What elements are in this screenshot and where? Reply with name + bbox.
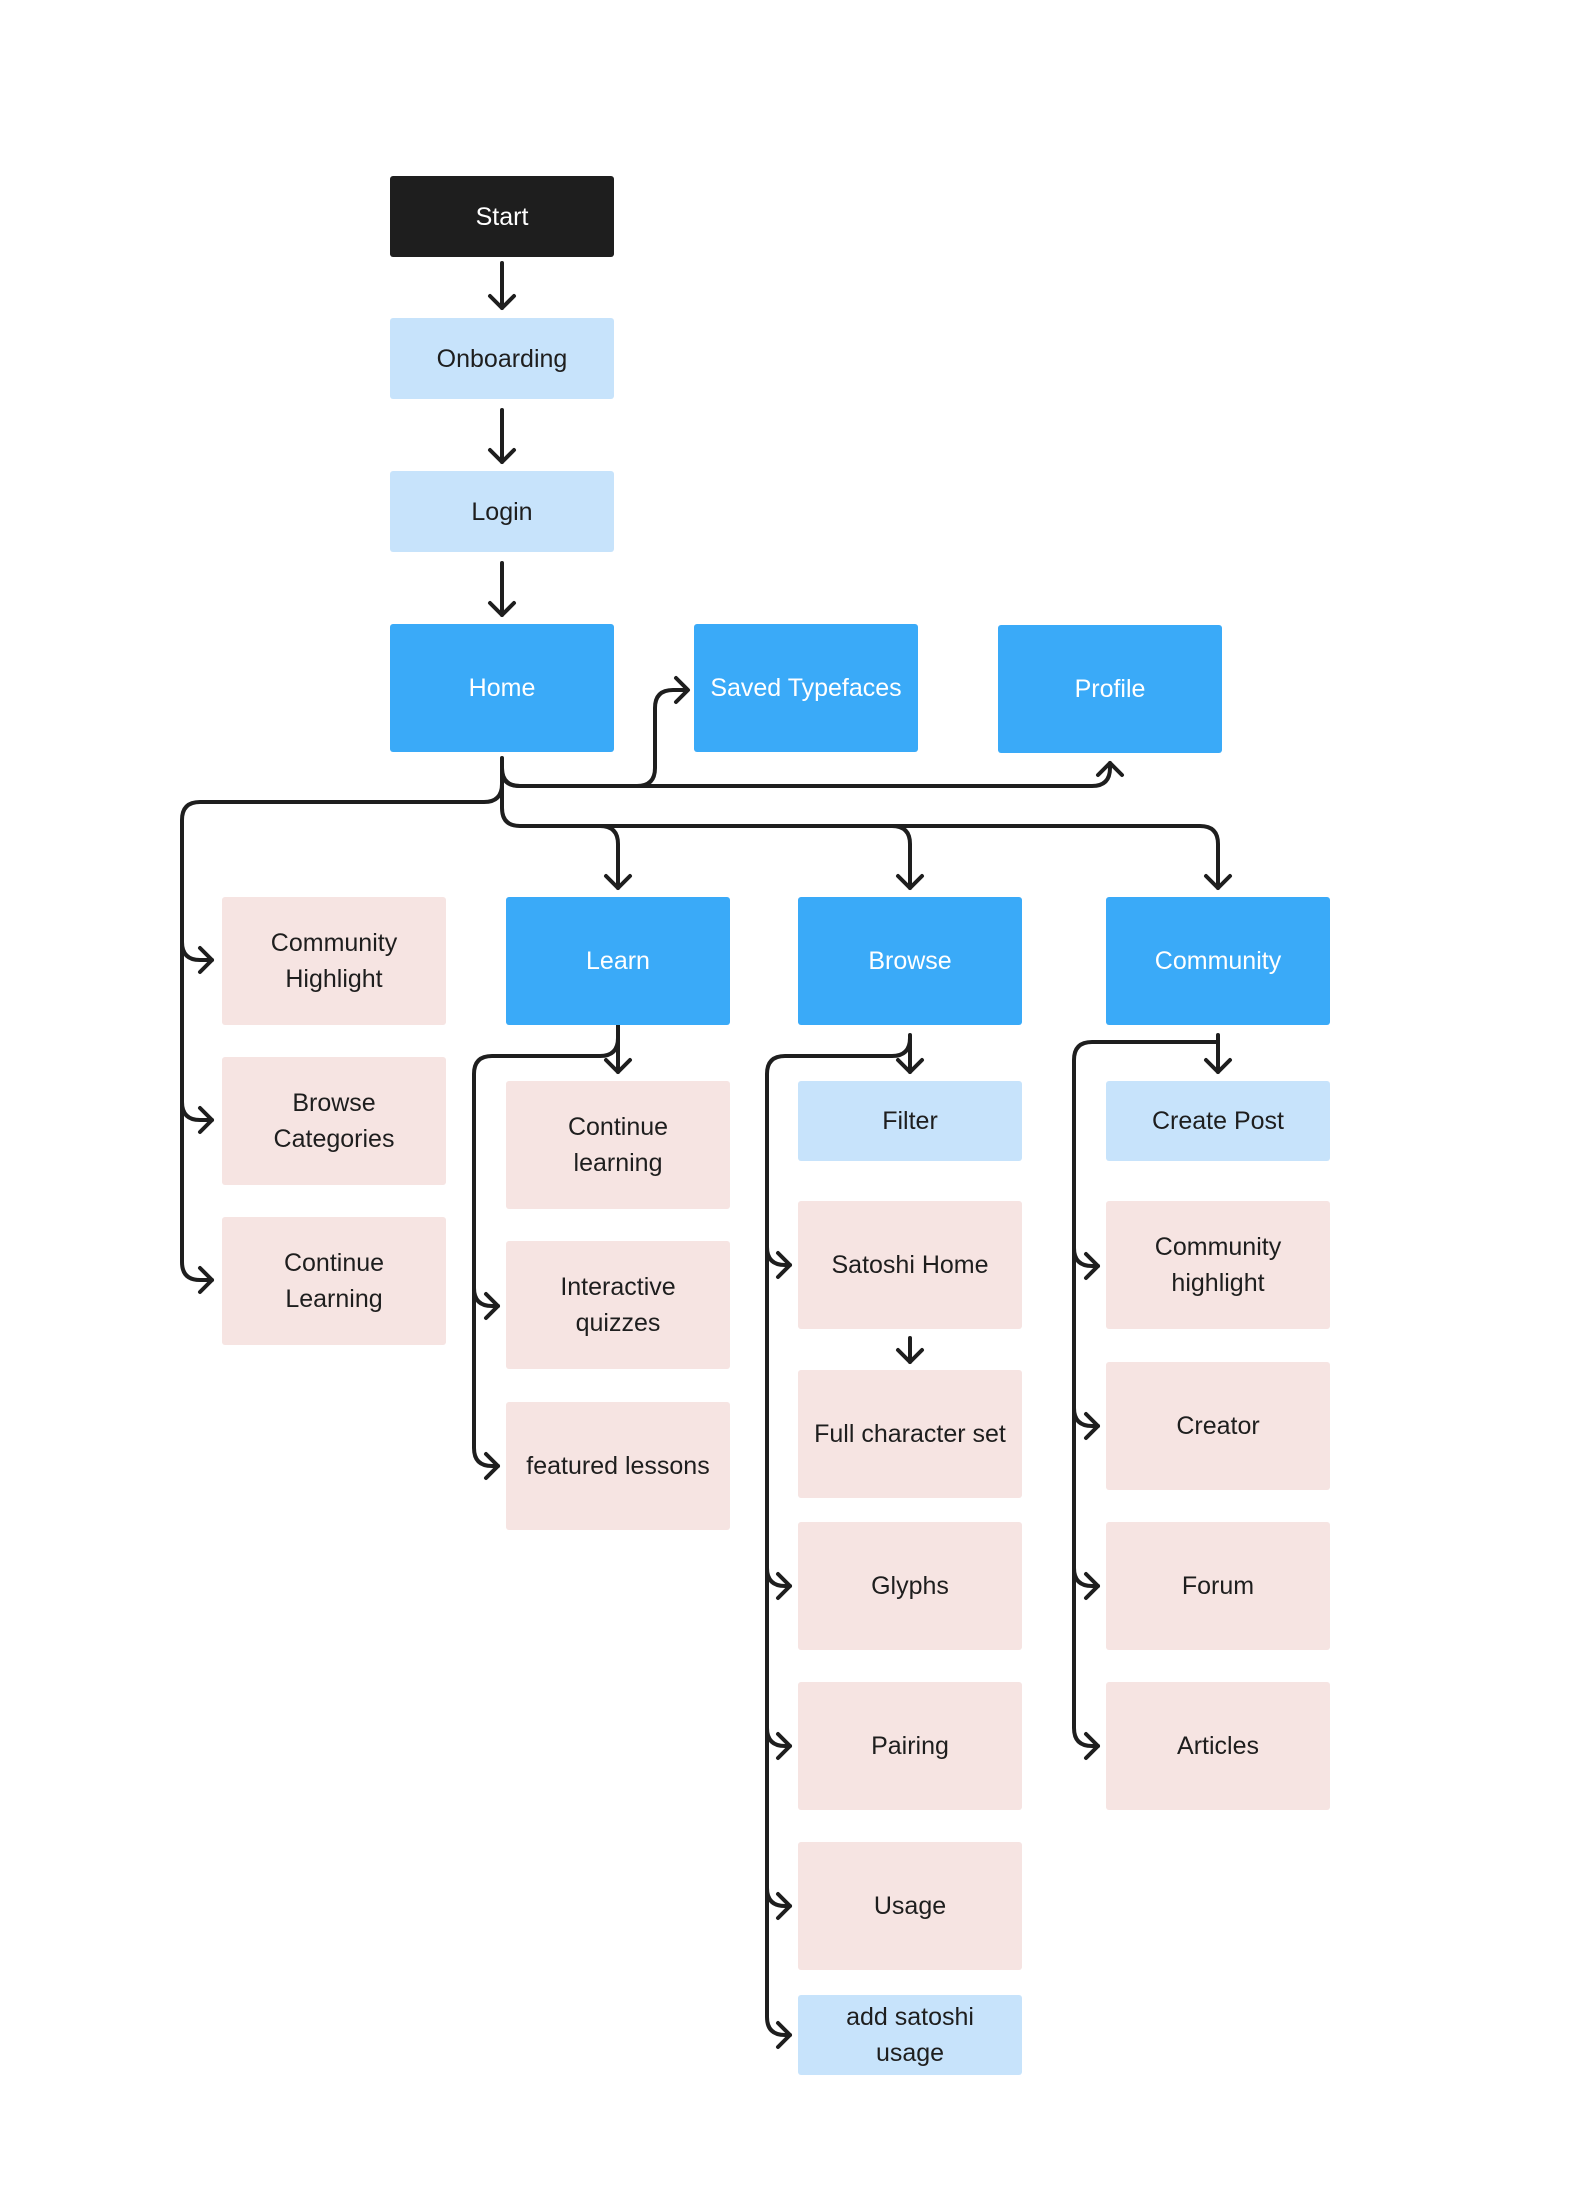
community-creator-node: Creator	[1106, 1362, 1330, 1490]
community-forum-node: Forum	[1106, 1522, 1330, 1650]
browse-node: Browse	[798, 897, 1022, 1025]
profile-node: Profile	[998, 625, 1222, 753]
browse-filter-node: Filter	[798, 1081, 1022, 1161]
home-to-left-column-connector	[180, 768, 504, 1294]
community-create-post-node: Create Post	[1106, 1081, 1330, 1161]
community-articles-node: Articles	[1106, 1682, 1330, 1810]
browse-add-satoshi-usage-node: add satoshi usage	[798, 1995, 1022, 2075]
home-node: Home	[390, 624, 614, 752]
browse-pairing-node: Pairing	[798, 1682, 1022, 1810]
home-to-profile-connector	[500, 761, 1124, 788]
community-highlight-node: Community highlight	[1106, 1201, 1330, 1329]
login-to-home-connector	[488, 561, 516, 617]
community-node: Community	[1106, 897, 1330, 1025]
learn-node: Learn	[506, 897, 730, 1025]
learn-featured-lessons-node: featured lessons	[506, 1402, 730, 1530]
home-to-sections-connector	[500, 784, 1232, 890]
home-community-highlight-node: Community Highlight	[222, 897, 446, 1025]
browse-glyphs-node: Glyphs	[798, 1522, 1022, 1650]
onboarding-node: Onboarding	[390, 318, 614, 399]
community-subtree-connector	[1072, 1033, 1232, 1760]
browse-satoshi-home-node: Satoshi Home	[798, 1201, 1022, 1329]
learn-continue-learning-node: Continue learning	[506, 1081, 730, 1209]
login-node: Login	[390, 471, 614, 552]
browse-subtree-connector	[765, 1033, 924, 2049]
browse-usage-node: Usage	[798, 1842, 1022, 1970]
onboarding-to-login-connector	[488, 408, 516, 464]
learn-subtree-connector	[472, 1023, 632, 1480]
start-to-onboarding-connector	[488, 261, 516, 310]
saved-typefaces-node: Saved Typefaces	[694, 624, 918, 752]
home-browse-categories-node: Browse Categories	[222, 1057, 446, 1185]
browse-full-character-set-node: Full character set	[798, 1370, 1022, 1498]
start-node: Start	[390, 176, 614, 257]
home-continue-learning-node: Continue Learning	[222, 1217, 446, 1345]
learn-interactive-quizzes-node: Interactive quizzes	[506, 1241, 730, 1369]
